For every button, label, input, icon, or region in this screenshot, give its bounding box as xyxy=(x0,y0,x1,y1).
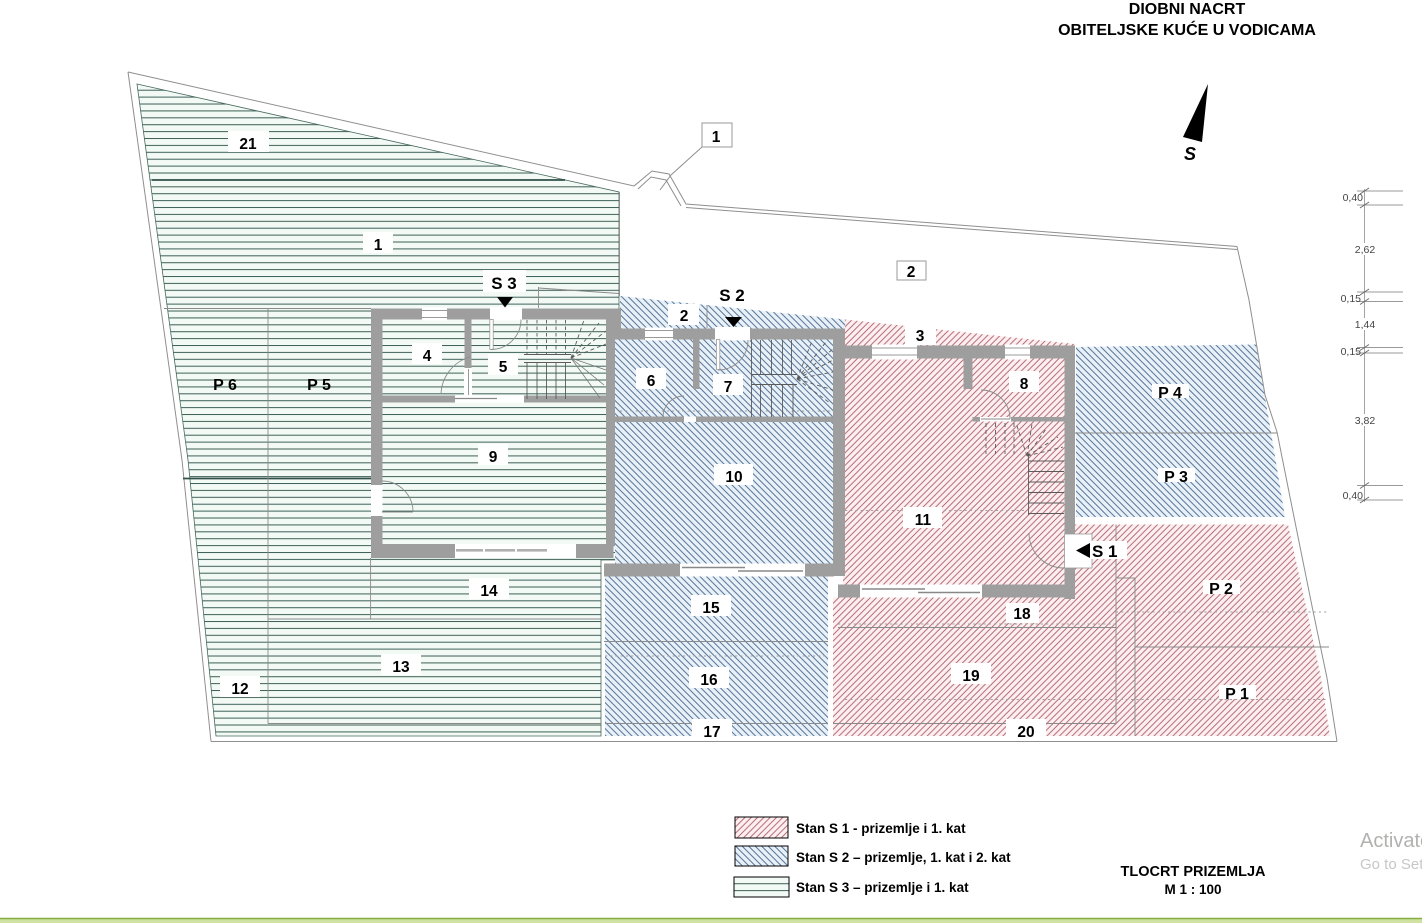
svg-text:3: 3 xyxy=(916,328,925,345)
svg-text:OBITELJSKE KUĆE U VODICAMA: OBITELJSKE KUĆE U VODICAMA xyxy=(1058,20,1316,39)
svg-text:11: 11 xyxy=(915,512,932,529)
svg-text:Stan S 2 – prizemlje, 1. kat i: Stan S 2 – prizemlje, 1. kat i 2. kat xyxy=(796,850,1011,865)
svg-text:P 4: P 4 xyxy=(1158,385,1182,402)
svg-text:0,40: 0,40 xyxy=(1343,490,1364,502)
svg-text:Stan S 3 – prizemlje i 1. kat: Stan S 3 – prizemlje i 1. kat xyxy=(796,880,969,895)
svg-text:6: 6 xyxy=(647,373,656,390)
svg-text:2,62: 2,62 xyxy=(1355,244,1376,256)
svg-text:10: 10 xyxy=(725,469,742,486)
svg-text:1: 1 xyxy=(374,237,383,254)
svg-text:TLOCRT PRIZEMLJA: TLOCRT PRIZEMLJA xyxy=(1121,864,1267,880)
svg-text:S 1: S 1 xyxy=(1092,542,1118,561)
svg-text:18: 18 xyxy=(1013,606,1031,623)
svg-text:20: 20 xyxy=(1017,724,1034,741)
svg-text:5: 5 xyxy=(499,359,508,376)
svg-text:13: 13 xyxy=(392,659,410,676)
svg-text:Stan S 1 - prizemlje i 1. kat: Stan S 1 - prizemlje i 1. kat xyxy=(796,821,966,836)
svg-text:Activate W: Activate W xyxy=(1360,830,1422,852)
svg-text:1: 1 xyxy=(712,129,721,146)
svg-text:12: 12 xyxy=(231,681,248,698)
svg-text:7: 7 xyxy=(724,379,733,396)
svg-text:0,15: 0,15 xyxy=(1341,346,1362,358)
svg-text:4: 4 xyxy=(423,348,432,365)
svg-text:3,82: 3,82 xyxy=(1355,415,1376,427)
svg-text:M 1 : 100: M 1 : 100 xyxy=(1164,882,1221,897)
svg-text:0,15: 0,15 xyxy=(1341,293,1362,305)
svg-text:P 1: P 1 xyxy=(1225,686,1249,703)
svg-text:P 3: P 3 xyxy=(1164,469,1188,486)
svg-text:8: 8 xyxy=(1020,376,1029,393)
svg-text:17: 17 xyxy=(703,724,720,741)
svg-text:19: 19 xyxy=(962,668,980,685)
svg-text:S 3: S 3 xyxy=(491,274,517,293)
svg-text:1,44: 1,44 xyxy=(1355,319,1376,331)
svg-text:Go to Settin: Go to Settin xyxy=(1360,856,1422,873)
svg-text:S: S xyxy=(1184,144,1196,164)
svg-text:9: 9 xyxy=(489,449,498,466)
svg-text:15: 15 xyxy=(702,600,720,617)
svg-text:S 2: S 2 xyxy=(719,286,745,305)
svg-text:P 6: P 6 xyxy=(213,377,237,394)
svg-text:0,40: 0,40 xyxy=(1343,192,1364,204)
svg-text:16: 16 xyxy=(700,672,718,689)
svg-text:21: 21 xyxy=(239,136,257,153)
svg-text:2: 2 xyxy=(680,308,689,325)
svg-text:P 5: P 5 xyxy=(307,377,331,394)
svg-text:P 2: P 2 xyxy=(1209,581,1233,598)
svg-text:DIOBNI NACRT: DIOBNI NACRT xyxy=(1129,1,1246,18)
svg-text:2: 2 xyxy=(907,264,916,281)
svg-text:14: 14 xyxy=(480,583,498,600)
